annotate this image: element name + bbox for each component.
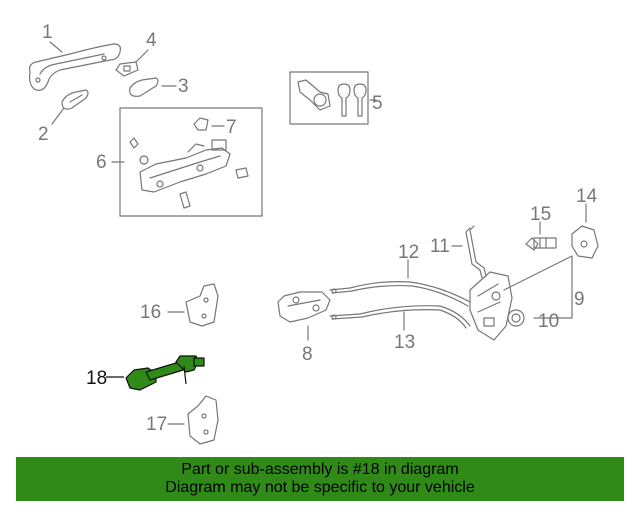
callout-17: 17 [146, 414, 167, 435]
part-13-cable[interactable] [329, 305, 471, 329]
part-7-clip[interactable] [193, 117, 209, 131]
callout-5: 5 [372, 93, 383, 114]
callout-18: 18 [86, 368, 107, 389]
callout-6: 6 [96, 152, 107, 173]
part-12-cable[interactable] [329, 281, 471, 307]
callout-8: 8 [302, 344, 313, 365]
callout-4: 4 [146, 30, 157, 51]
part-14-cover[interactable] [571, 225, 599, 259]
callout-1: 1 [42, 22, 53, 43]
callout-2: 2 [38, 124, 49, 145]
leader-9 [503, 255, 573, 319]
part-4-cap[interactable] [115, 61, 139, 77]
callout-10: 10 [538, 311, 559, 332]
part-18-door-check[interactable] [125, 355, 205, 391]
part-3-pad[interactable] [129, 77, 159, 97]
leader-4 [135, 49, 149, 63]
callout-11: 11 [430, 236, 450, 257]
callout-3: 3 [178, 76, 189, 97]
part-16-hinge[interactable] [185, 283, 219, 327]
banner-line-2: Diagram may not be specific to your vehi… [165, 479, 475, 496]
part-6-box [119, 107, 263, 217]
callout-12: 12 [398, 242, 419, 263]
callout-13: 13 [394, 332, 415, 353]
callout-14: 14 [576, 186, 598, 207]
part-10-grommet[interactable] [507, 309, 525, 327]
banner-line-1: Part or sub-assembly is #18 in diagram [181, 461, 459, 478]
part-5-box [289, 71, 369, 125]
part-11-rod[interactable] [465, 225, 487, 279]
info-banner: Part or sub-assembly is #18 in diagram D… [16, 457, 624, 501]
part-5-cylinder-keys[interactable] [297, 79, 367, 117]
part-17-hinge[interactable] [187, 395, 219, 445]
part-8-inner-handle[interactable] [277, 291, 331, 323]
leader-2 [51, 107, 65, 125]
callout-7: 7 [226, 117, 237, 138]
part-6-frame-assembly[interactable] [129, 137, 249, 209]
callout-9: 9 [574, 289, 585, 310]
part-15-bolt[interactable] [525, 237, 557, 251]
callout-16: 16 [140, 302, 161, 323]
part-9-latch-assembly[interactable] [469, 271, 513, 341]
part-2-handle-cover[interactable] [61, 89, 89, 110]
leader-1 [49, 41, 63, 53]
part-1-outer-handle[interactable] [29, 43, 121, 91]
callout-15: 15 [530, 204, 551, 225]
